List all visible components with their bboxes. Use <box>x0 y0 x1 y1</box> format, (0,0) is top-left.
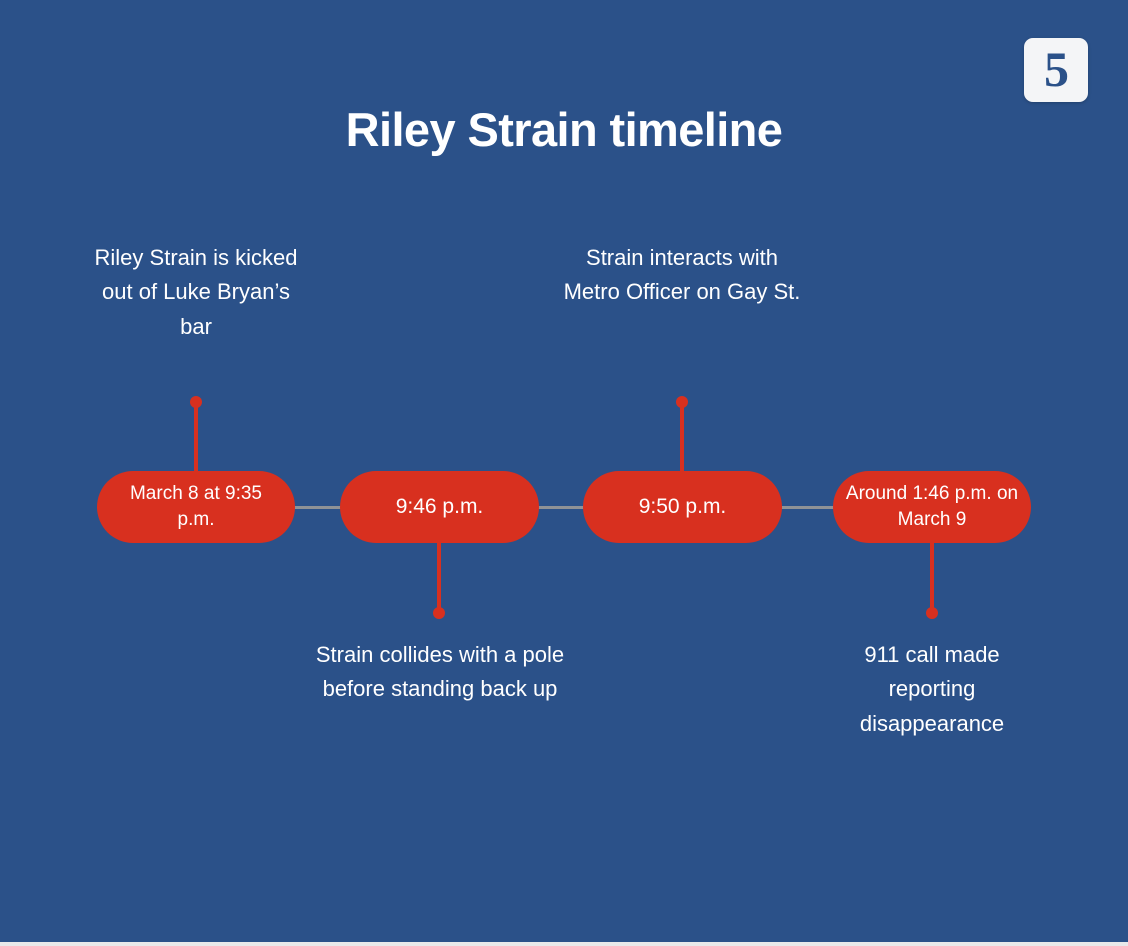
timeline-pill-4: Around 1:46 p.m. on March 9 <box>833 471 1031 543</box>
timeline-pin-dot-1 <box>190 396 202 408</box>
bottom-strip <box>0 942 1128 946</box>
timeline-pin-2 <box>433 541 445 619</box>
timeline-pill-label-1: March 8 at 9:35 p.m. <box>129 483 263 530</box>
timeline-pin-3 <box>676 396 688 474</box>
timeline-pill-label-2: 9:46 p.m. <box>395 494 484 518</box>
timeline-connector-3 <box>780 506 835 509</box>
timeline-caption-4: 911 call made reporting disappearance <box>859 642 1005 736</box>
channel-5-logo: 5 <box>1024 38 1088 102</box>
timeline-pin-dot-3 <box>676 396 688 408</box>
page-title: Riley Strain timeline <box>345 103 783 156</box>
timeline-caption-2: Strain collides with a pole before stand… <box>315 642 565 702</box>
timeline-pill-label-4: Around 1:46 p.m. on March 9 <box>845 483 1019 530</box>
timeline-pin-1 <box>190 396 202 474</box>
timeline-pill-3: 9:50 p.m. <box>583 471 782 543</box>
timeline-pin-dot-2 <box>433 607 445 619</box>
timeline-connector-2 <box>537 506 585 509</box>
timeline-pin-4 <box>926 541 938 619</box>
timeline-pill-1: March 8 at 9:35 p.m. <box>97 471 295 543</box>
channel-number-glyph: 5 <box>1044 41 1069 97</box>
timeline-pill-label-3: 9:50 p.m. <box>638 494 727 518</box>
timeline-pin-dot-4 <box>926 607 938 619</box>
timeline-connector-1 <box>293 506 343 509</box>
timeline-caption-1: Riley Strain is kicked out of Luke Bryan… <box>94 245 298 339</box>
timeline-caption-3: Strain interacts with Metro Officer on G… <box>563 245 801 305</box>
timeline-pill-2: 9:46 p.m. <box>340 471 539 543</box>
